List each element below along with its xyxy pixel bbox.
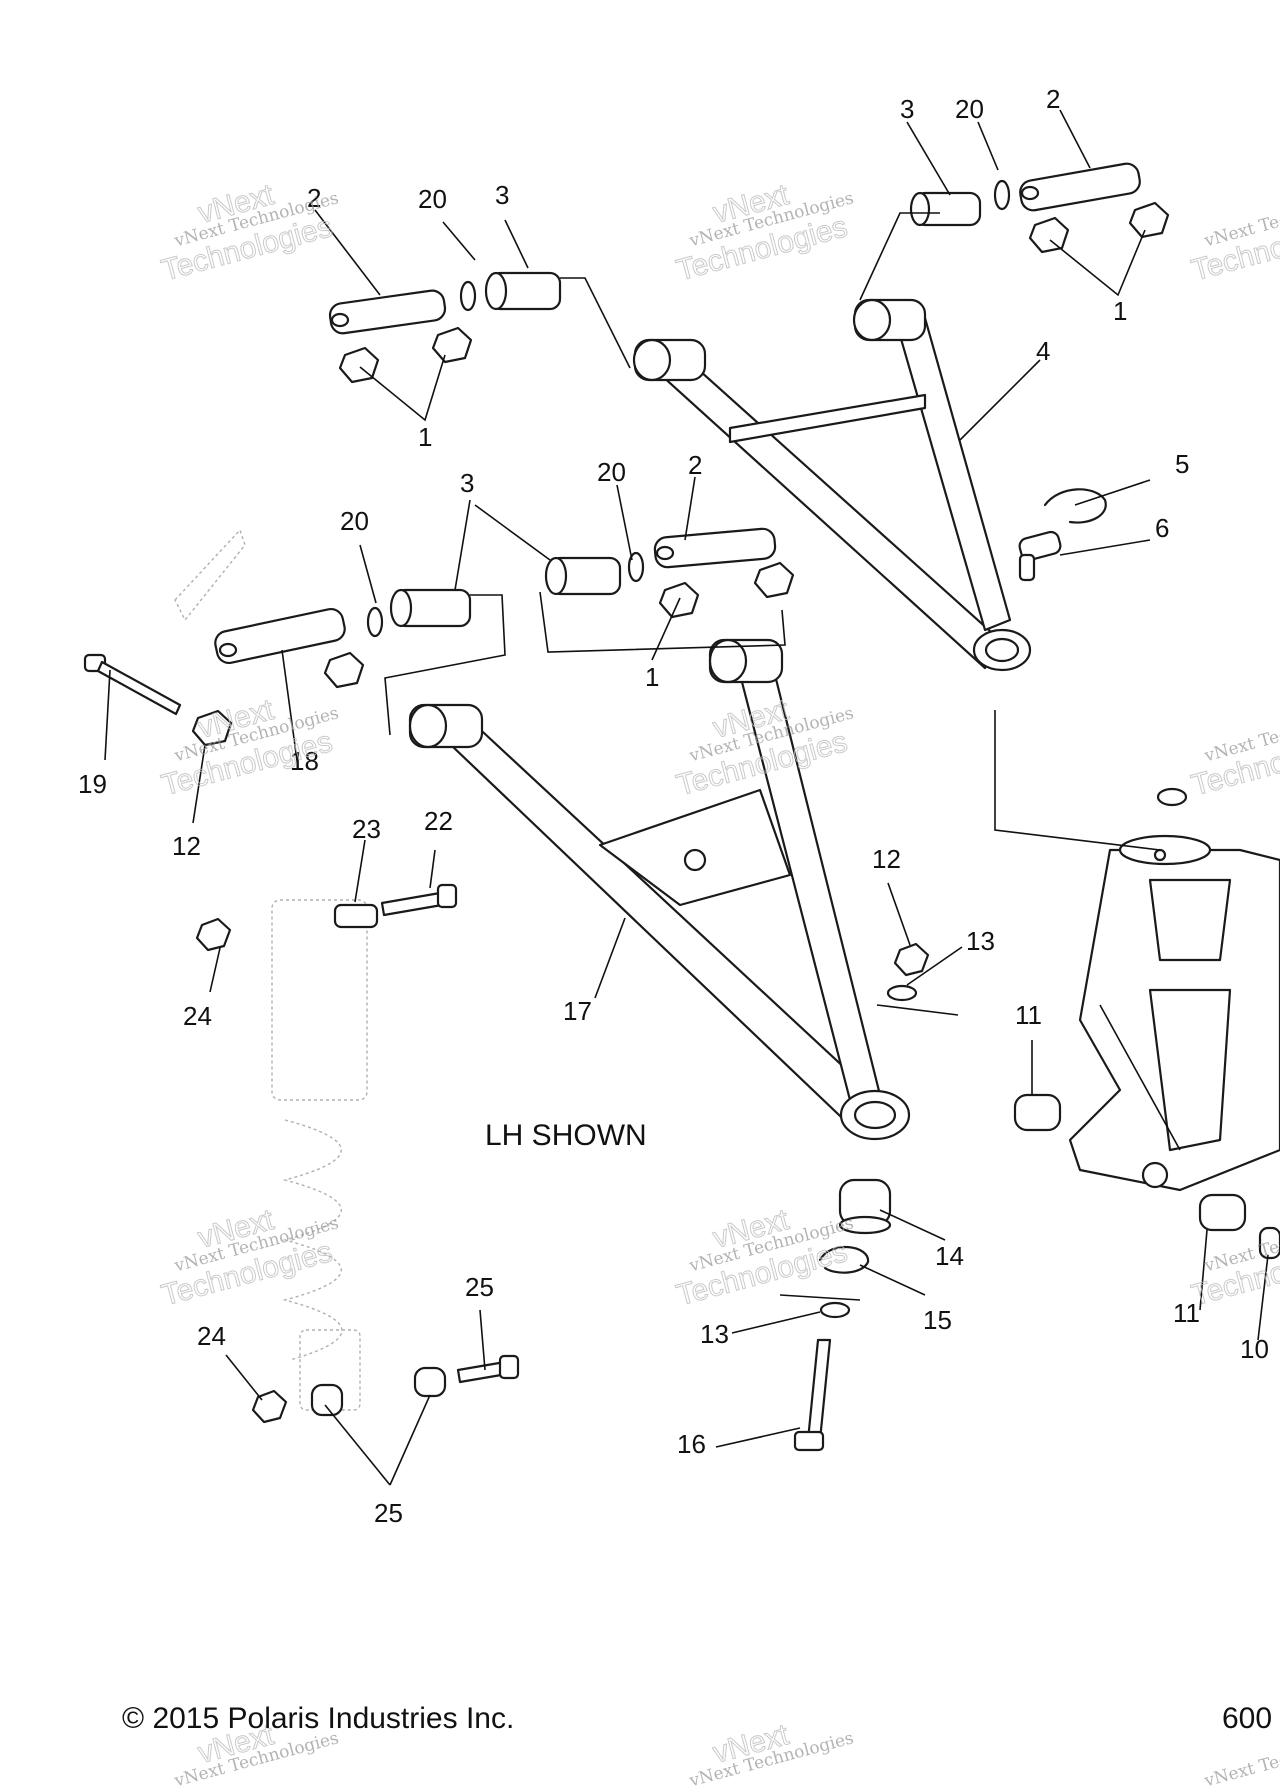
leader-lines bbox=[104, 109, 1269, 1486]
callout-19: 19 bbox=[78, 769, 107, 799]
lock-nuts bbox=[191, 201, 1170, 1424]
callout-6: 6 bbox=[1155, 513, 1169, 543]
callout-2: 2 bbox=[1046, 84, 1060, 114]
callout-15: 15 bbox=[923, 1305, 952, 1335]
callout-10: 10 bbox=[1240, 1334, 1269, 1364]
callout-2: 2 bbox=[307, 183, 321, 213]
callout-3: 3 bbox=[460, 468, 474, 498]
callout-22: 23 bbox=[352, 814, 381, 844]
page-code: 600 bbox=[1222, 1702, 1272, 1735]
callout-12: 12 bbox=[172, 831, 201, 861]
callout-12: 12 bbox=[872, 844, 901, 874]
small-hardware bbox=[83, 488, 1280, 1452]
callout-23: 24 bbox=[197, 1321, 226, 1351]
callout-1: 1 bbox=[1113, 296, 1127, 326]
steering-knuckle bbox=[1068, 834, 1280, 1192]
pivot-shafts bbox=[214, 162, 1141, 665]
callout-20: 20 bbox=[418, 184, 447, 214]
callout-11: 11 bbox=[1015, 1000, 1042, 1030]
callout-14: 14 bbox=[935, 1241, 964, 1271]
callout-21: 22 bbox=[424, 806, 453, 836]
callout-13: 13 bbox=[700, 1319, 729, 1349]
callout-20: 20 bbox=[340, 506, 369, 536]
upper-a-arm bbox=[632, 298, 1032, 672]
callout-18: 18 bbox=[290, 746, 319, 776]
callout-2: 2 bbox=[688, 450, 702, 480]
callout-24: 25 bbox=[465, 1272, 494, 1302]
callout-labels: 2 20 3 1 3 20 2 1 4 5 6 20 3 20 2 1 19 1… bbox=[78, 84, 1269, 1528]
callout-3: 3 bbox=[495, 180, 509, 210]
callout-1: 1 bbox=[418, 422, 432, 452]
copyright-notice: © 2015 Polaris Industries Inc. bbox=[122, 1702, 514, 1735]
callout-13: 13 bbox=[966, 926, 995, 956]
callout-16: 16 bbox=[677, 1429, 706, 1459]
callout-4: 4 bbox=[1036, 336, 1050, 366]
callout-25: 25 bbox=[374, 1498, 403, 1528]
callout-23: 24 bbox=[183, 1001, 212, 1031]
callout-17: 17 bbox=[563, 996, 592, 1026]
bushings-and-washers bbox=[366, 179, 1011, 638]
callout-11: 11 bbox=[1173, 1298, 1200, 1328]
callout-1: 1 bbox=[645, 662, 659, 692]
watermark-text: vNext Technologies bbox=[1202, 1728, 1280, 1791]
callout-3: 3 bbox=[900, 94, 914, 124]
callout-5: 5 bbox=[1175, 449, 1189, 479]
lh-shown-label: LH SHOWN bbox=[485, 1119, 647, 1152]
callout-20: 20 bbox=[955, 94, 984, 124]
callout-20: 20 bbox=[597, 457, 626, 487]
lower-a-arm bbox=[408, 638, 911, 1141]
